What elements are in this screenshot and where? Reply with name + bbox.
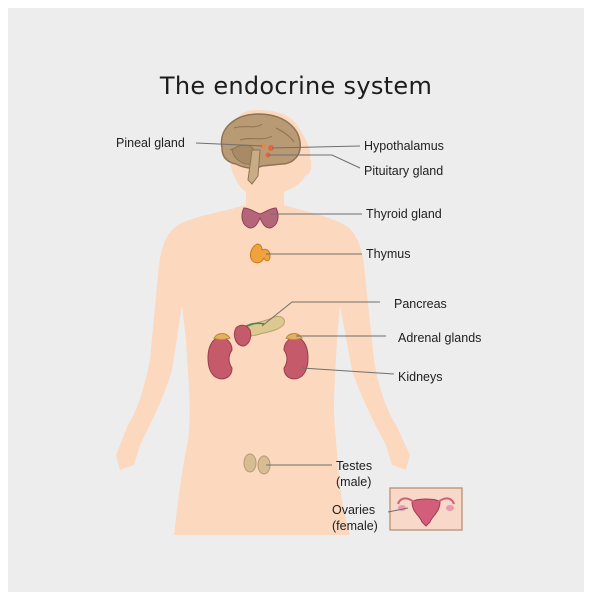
label-ovaries: Ovaries (332, 502, 375, 518)
label-pancreas: Pancreas (394, 296, 447, 312)
label-hypothalamus: Hypothalamus (364, 138, 444, 154)
label-testes: Testes (336, 458, 372, 474)
label-testes-male: (male) (336, 474, 371, 490)
label-pineal-gland: Pineal gland (116, 135, 185, 151)
label-kidneys: Kidneys (398, 369, 442, 385)
ovary-right (446, 505, 454, 511)
label-pituitary-gland: Pituitary gland (364, 163, 443, 179)
diagram-title: The endocrine system (0, 72, 592, 100)
brain (221, 114, 300, 168)
label-thyroid-gland: Thyroid gland (366, 206, 442, 222)
testis-left (244, 454, 256, 472)
stomach-left (234, 325, 250, 346)
label-adrenal-glands: Adrenal glands (398, 330, 481, 346)
kidney-right (284, 338, 308, 379)
label-ovaries-female: (female) (332, 518, 378, 534)
label-thymus: Thymus (366, 246, 410, 262)
kidney-left (208, 338, 232, 379)
